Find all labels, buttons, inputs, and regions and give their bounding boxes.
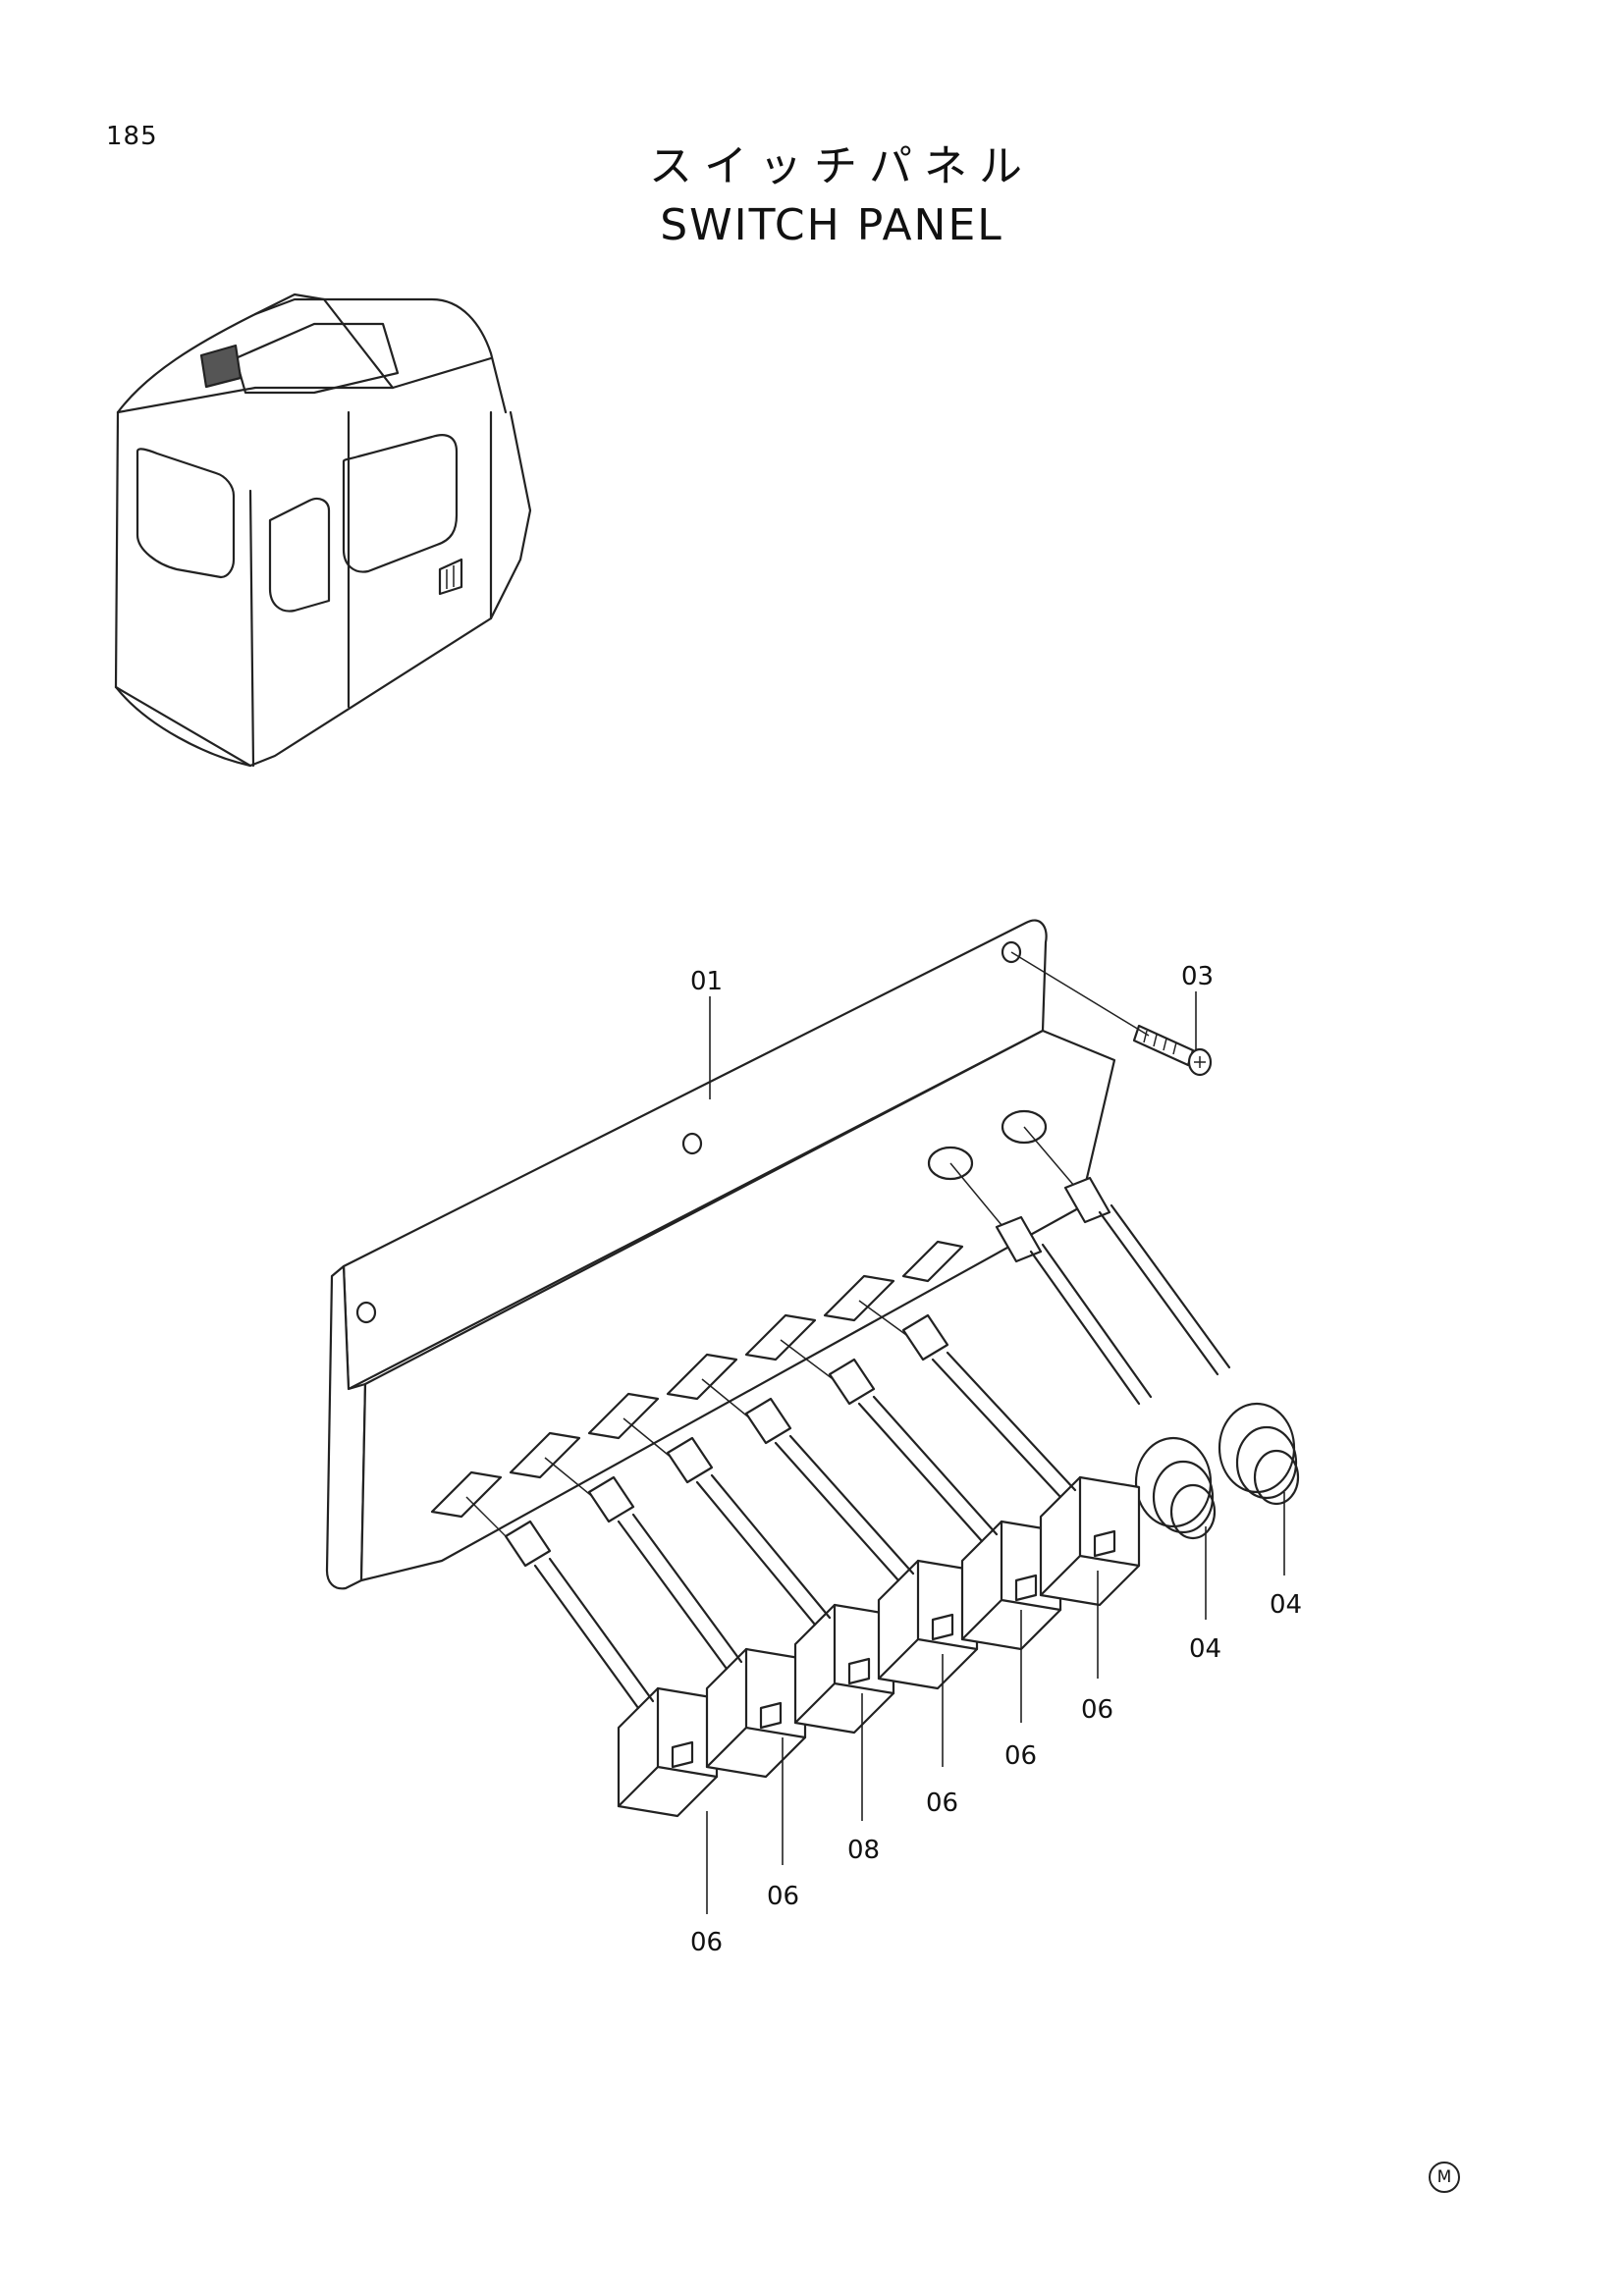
cab-locator-illustration (114, 293, 532, 768)
callout-03: 03 (1181, 962, 1214, 991)
round-switch (1134, 1436, 1213, 1528)
rocker-switch (1039, 1475, 1141, 1607)
callout-06d: 06 (1004, 1741, 1037, 1771)
leader-lines (706, 991, 1285, 1914)
callout-01: 01 (690, 967, 723, 996)
callout-06e: 06 (1081, 1695, 1113, 1725)
mounting-hole (355, 1301, 377, 1324)
switch-panel-highlight (199, 344, 243, 389)
callout-06c: 06 (926, 1789, 958, 1818)
switch-panel-body (325, 919, 1116, 1590)
round-switch (1218, 1402, 1296, 1494)
screw-part-03 (1010, 951, 1213, 1077)
rocker-switch (960, 1520, 1062, 1651)
round-switch-hole (927, 1146, 974, 1181)
callout-08: 08 (847, 1836, 880, 1865)
mounting-hole (1001, 940, 1022, 964)
mounting-hole (681, 1132, 703, 1155)
title-english: SWITCH PANEL (660, 200, 1003, 250)
rocker-switch-cutouts (430, 1240, 964, 1519)
title-japanese: スイッチパネル (649, 141, 1034, 191)
callout-06a: 06 (690, 1928, 723, 1957)
page-title: スイッチパネル SWITCH PANEL (0, 137, 1624, 255)
round-switch-hole (1001, 1109, 1048, 1145)
callout-04b: 04 (1270, 1590, 1302, 1620)
rocker-switch-assemblies (465, 1300, 1141, 1818)
callout-labels: 01 03 04 04 06 06 06 08 06 06 (690, 962, 1302, 1957)
callout-04a: 04 (1189, 1634, 1221, 1664)
round-switch-assemblies (949, 1126, 1300, 1540)
rocker-switch (705, 1647, 807, 1779)
wire-harnesses (465, 1300, 1077, 1710)
rocker-switch (617, 1686, 719, 1818)
manufacturer-mark: M (1429, 2162, 1460, 2193)
rocker-switch (877, 1559, 979, 1690)
callout-06b: 06 (767, 1882, 799, 1911)
rocker-switch (793, 1603, 895, 1735)
page-number: 185 (106, 122, 158, 151)
